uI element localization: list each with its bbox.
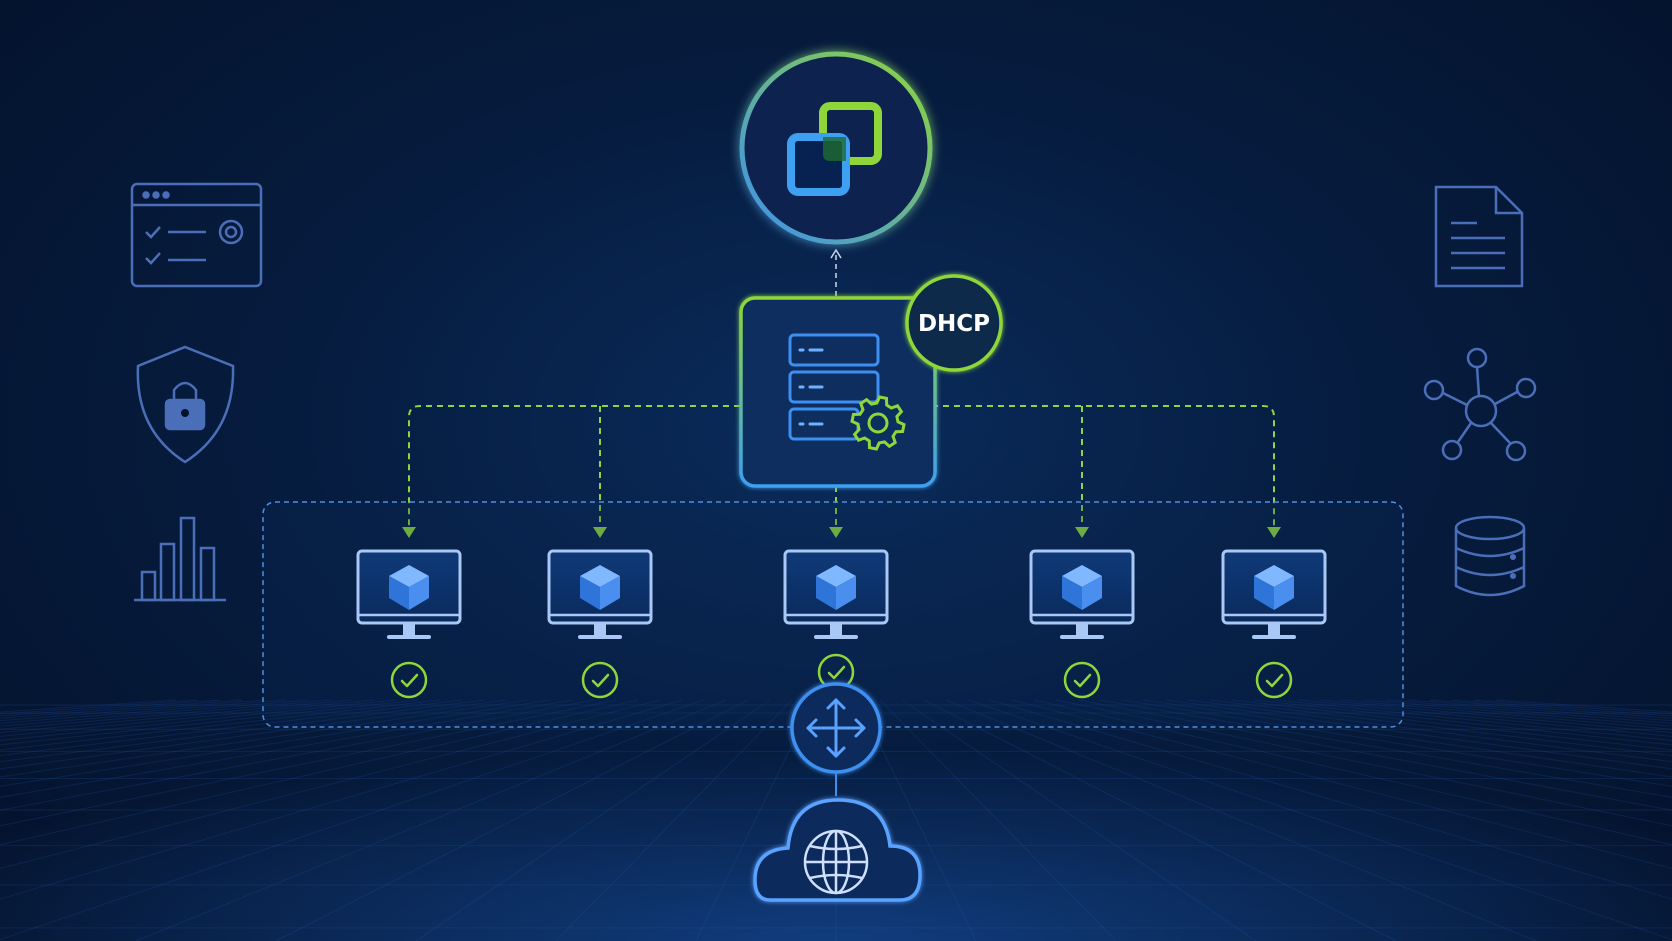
vm-cube-icon (389, 565, 429, 610)
globe-icon (803, 829, 869, 895)
connections (402, 248, 1281, 796)
status-check-icon (1255, 661, 1293, 699)
client-monitor[interactable] (547, 549, 653, 699)
dhcp-badge-label: DHCP (918, 311, 990, 337)
dhcp-server-node[interactable] (739, 296, 937, 488)
document-icon (1434, 185, 1524, 288)
router-arrows-icon (806, 698, 866, 758)
status-check-icon (1063, 661, 1101, 699)
vm-cube-icon (1062, 565, 1102, 610)
shield-lock-icon (136, 345, 235, 464)
database-icon (1454, 515, 1526, 597)
vm-cube-icon (1254, 565, 1294, 610)
status-check-icon (581, 661, 619, 699)
gear-icon (850, 395, 906, 451)
client-monitor[interactable] (1221, 549, 1327, 699)
client-monitor[interactable] (1029, 549, 1135, 699)
vm-cube-icon (580, 565, 620, 610)
settings-window-icon (130, 182, 263, 288)
client-monitor[interactable] (356, 549, 462, 699)
client-machines (356, 549, 1327, 699)
vm-cube-icon (816, 565, 856, 610)
network-hub-icon (1423, 347, 1537, 462)
dhcp-badge: DHCP (905, 274, 1003, 372)
vmware-logo-icon (787, 102, 882, 196)
router-node[interactable] (790, 682, 882, 774)
internet-cloud-node[interactable] (753, 798, 922, 902)
status-check-icon (390, 661, 428, 699)
bar-chart-icon (134, 516, 226, 602)
